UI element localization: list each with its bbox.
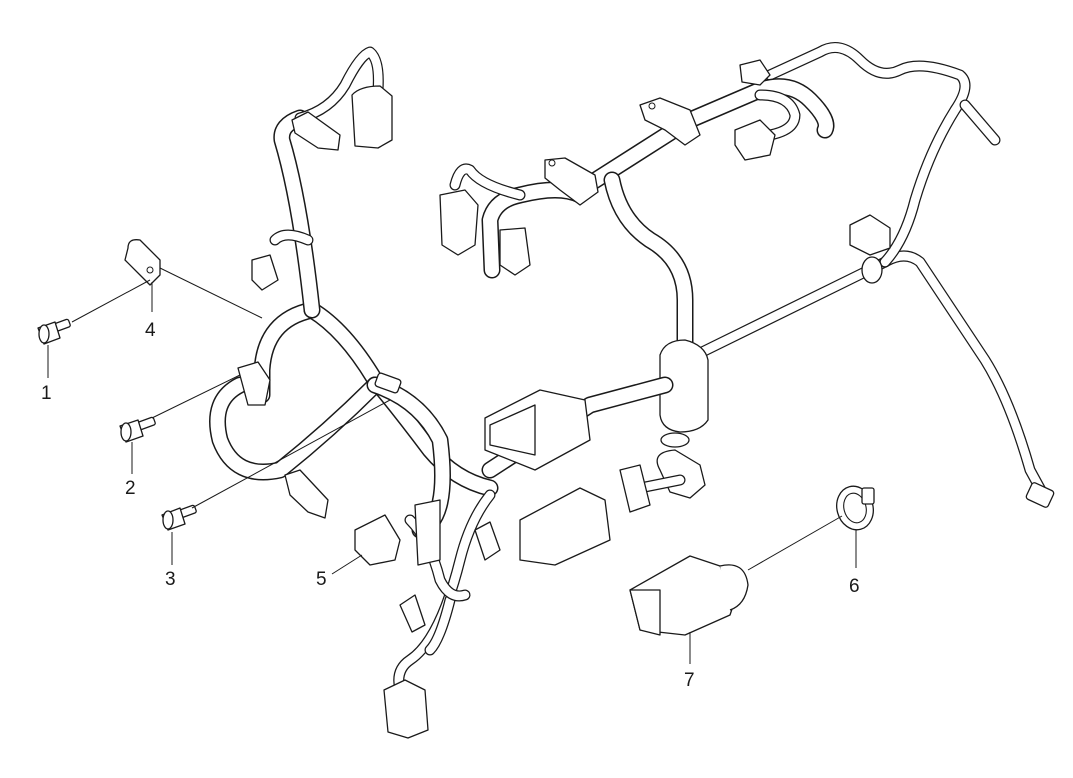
connector-lower [519,487,611,566]
part-6-clamp [836,485,875,531]
connector-mid-a [439,189,479,256]
bracket-mid [544,157,599,206]
connector-right [849,214,891,256]
callout-labels: 1 2 3 4 5 6 7 [41,320,860,691]
band-clip [861,256,883,284]
callout-7: 7 [684,670,695,691]
harness-vertical-drop [603,171,709,448]
bracket-top-left [291,111,341,151]
bolt-1 [37,318,71,345]
bracket-upper [639,97,701,146]
connector-callout-5 [354,514,401,566]
part-4-bracket [124,239,161,286]
harness-upper-branch [571,59,835,199]
callout-3: 3 [165,569,176,590]
bracket-lower-left [284,469,329,519]
end-connector [1025,482,1055,508]
connector-small-left [251,254,279,291]
harness-trunk-right [684,42,1055,508]
callout-6: 6 [849,576,860,597]
harness-left-loop [209,46,499,539]
callout-5: 5 [316,569,327,590]
harness-trunk-left [481,376,706,566]
connector-top-left [351,85,393,149]
callout-2: 2 [125,478,136,499]
harness-mid-branch [439,157,599,279]
leader-lines [47,267,857,664]
connector-top [739,59,771,86]
bolt-2 [119,416,156,443]
connector-bottom [383,679,429,739]
junction-boot [659,339,709,433]
elbow-boot [656,449,706,499]
callout-1: 1 [41,383,52,404]
connector-upper-right [734,119,776,161]
connector-mid-b [499,227,531,276]
callout-4: 4 [145,320,156,341]
bolt-3 [161,504,197,531]
harness-lower-branches [354,489,501,739]
part-7-connector [629,555,749,636]
